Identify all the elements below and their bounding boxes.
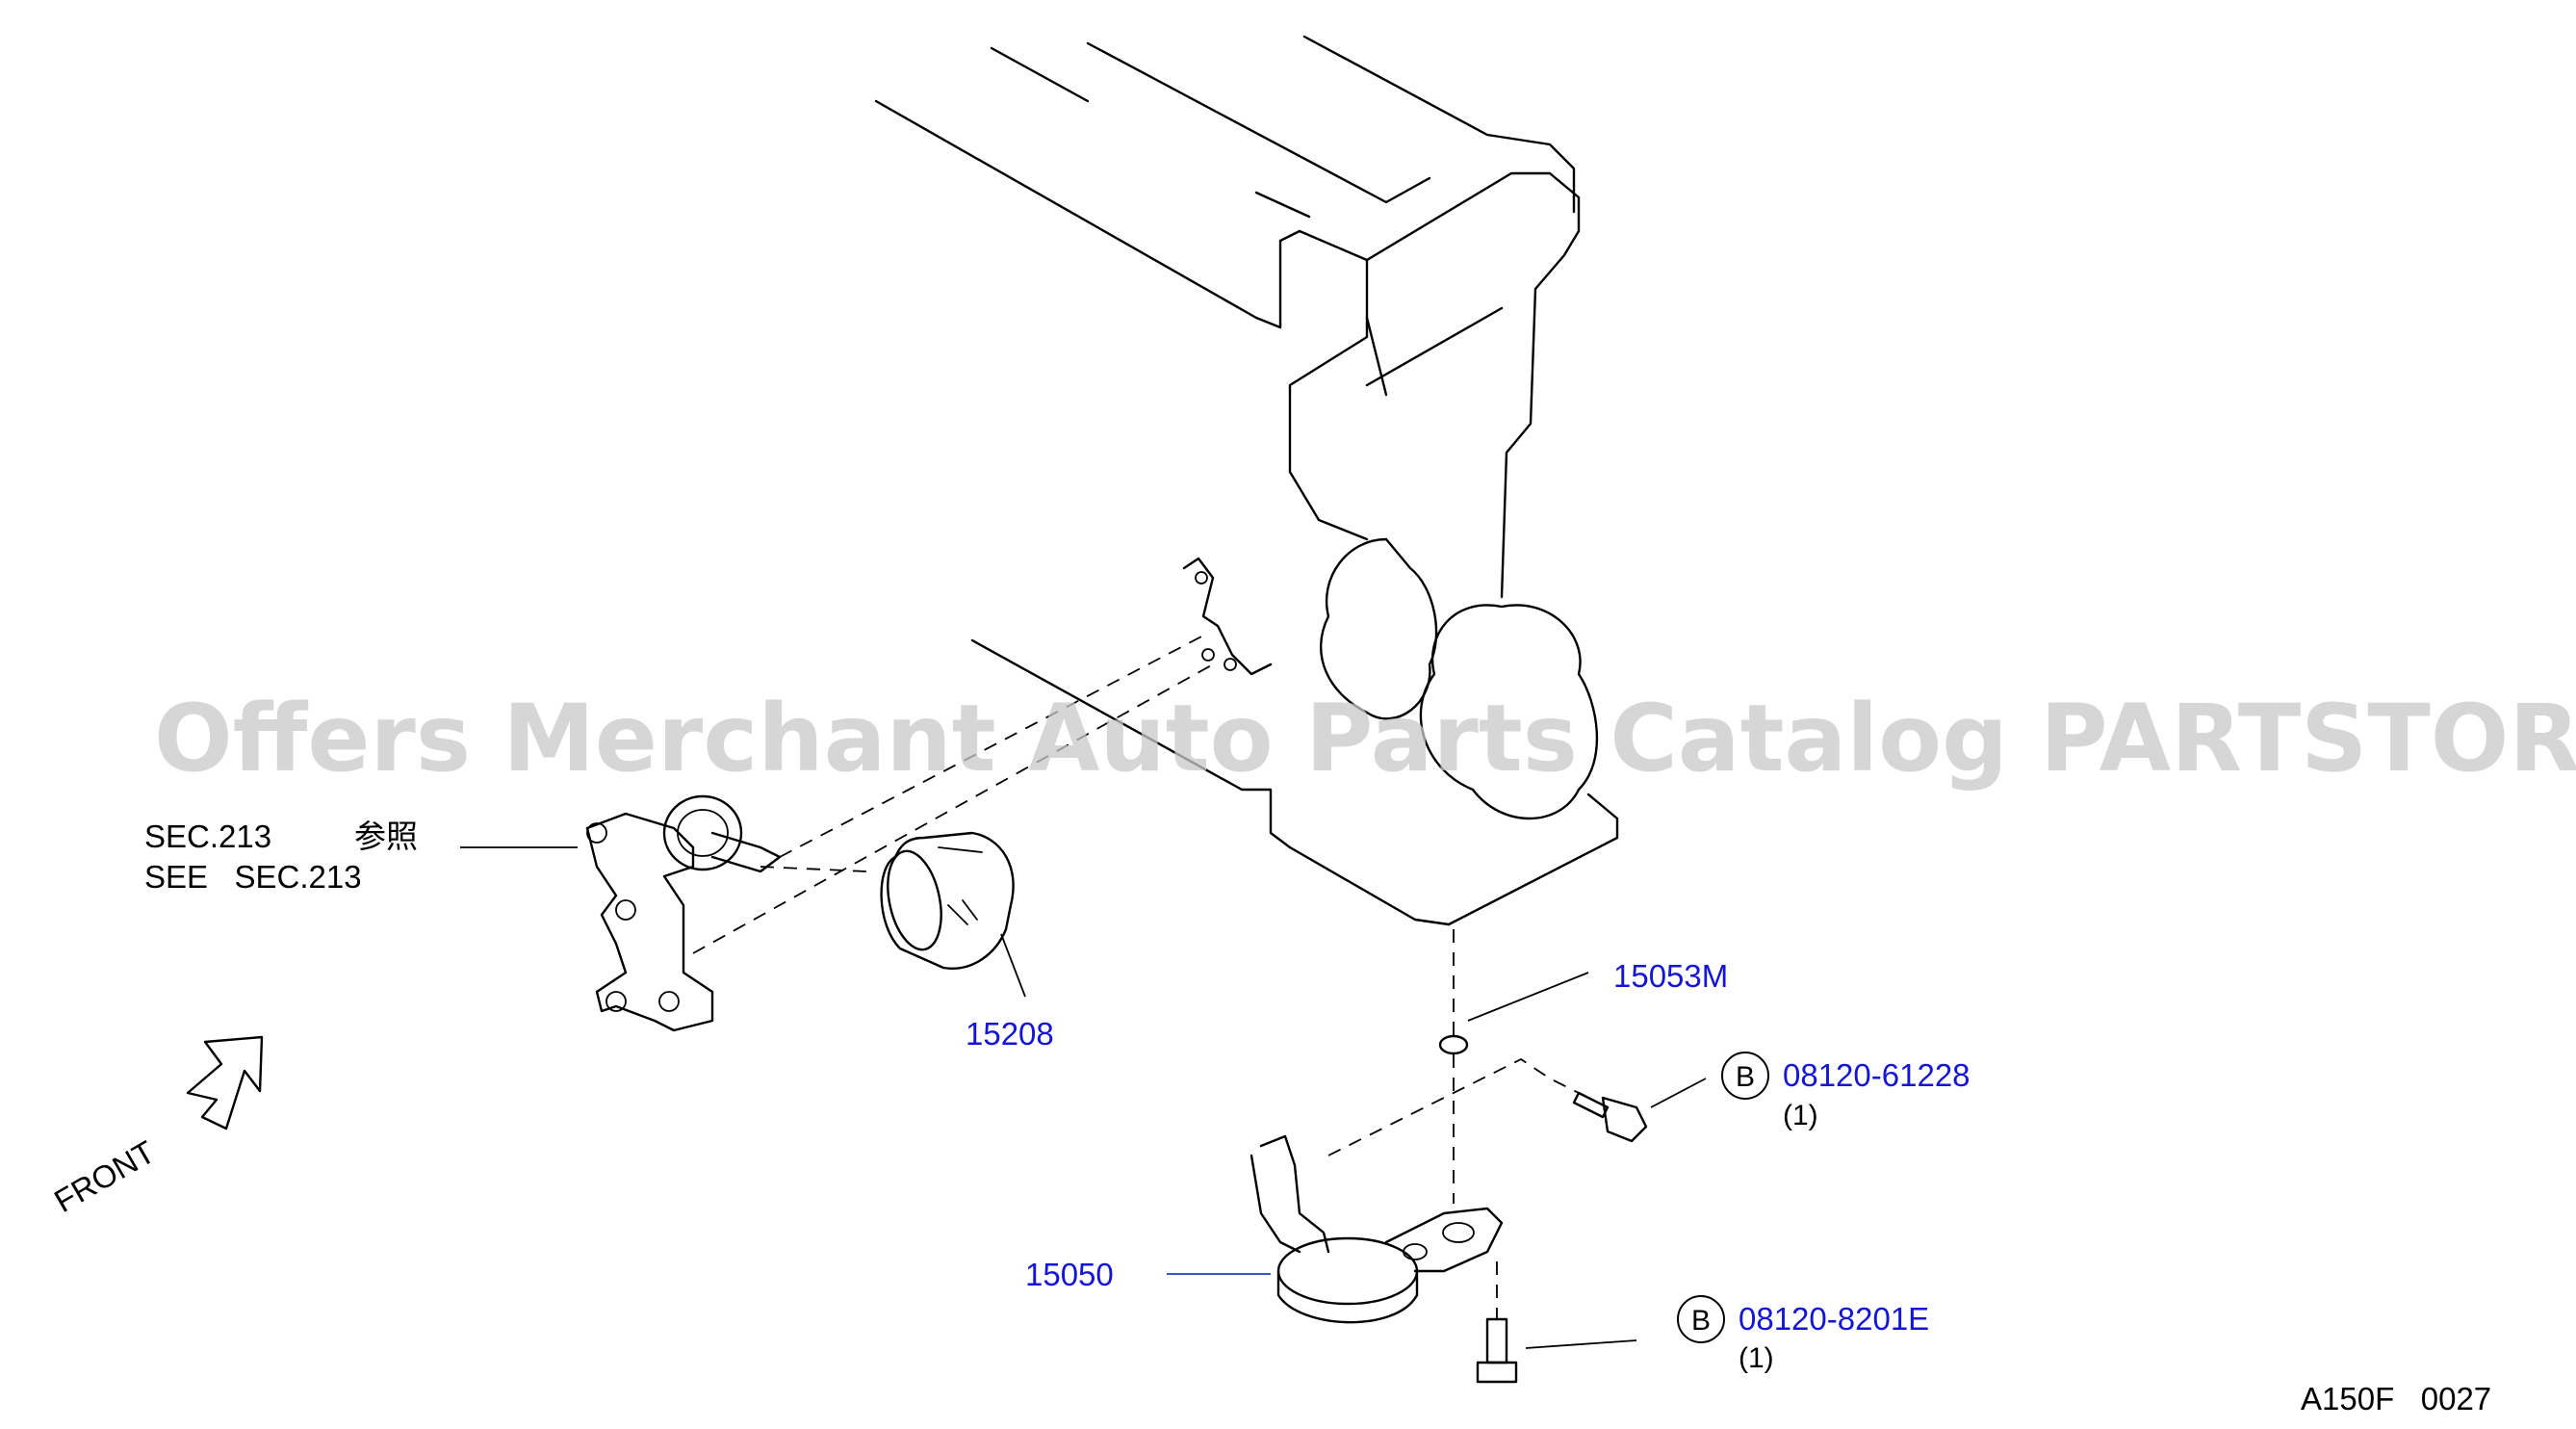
- part-strainer-label[interactable]: 15050: [1025, 1257, 1114, 1292]
- section-ref-line1: SEC.213: [144, 818, 271, 854]
- badge-b-icon: [1677, 1295, 1725, 1343]
- strainer-drawing: [1249, 1134, 1504, 1324]
- bolt-lower-callout: B 08120-8201E (1): [1677, 1295, 1929, 1374]
- bolt-upper-callout: B 08120-61228 (1): [1721, 1052, 1971, 1131]
- section-ref-jp: 参照: [354, 818, 418, 854]
- bolt-upper-qty: (1): [1783, 1100, 1818, 1131]
- section-ref-line2: SEE SEC.213: [144, 859, 362, 895]
- part-oil-filter-label[interactable]: 15208: [966, 1016, 1054, 1052]
- badge-b-icon: [1721, 1052, 1769, 1100]
- filter-bracket-drawing: [585, 794, 782, 1032]
- part-gasket-label[interactable]: 15053M: [1613, 958, 1728, 994]
- part-bolt-upper-label[interactable]: 08120-61228: [1783, 1057, 1971, 1093]
- oil-filter-drawing: [880, 831, 1015, 970]
- bolt-lower-badge: B: [1691, 1305, 1711, 1337]
- figure-code: A150F 0027: [2301, 1381, 2491, 1416]
- assembly-dashed-lines: [692, 635, 1580, 1319]
- bolt-upper-badge: B: [1736, 1061, 1755, 1093]
- bolt-lower-drawing: [1476, 1317, 1518, 1384]
- bolt-upper-drawing: [1572, 1091, 1648, 1143]
- watermark-text: Offers Merchant Auto Parts Catalog PARTS…: [154, 685, 2576, 792]
- leader-lines: [460, 846, 1707, 1349]
- part-bolt-lower-label[interactable]: 08120-8201E: [1739, 1301, 1929, 1337]
- engine-block-drawing: [874, 35, 1619, 926]
- front-arrow-icon: [186, 1035, 264, 1130]
- gasket-drawing: [1438, 1034, 1469, 1055]
- bolt-lower-qty: (1): [1739, 1342, 1774, 1374]
- front-label: FRONT: [48, 1133, 161, 1219]
